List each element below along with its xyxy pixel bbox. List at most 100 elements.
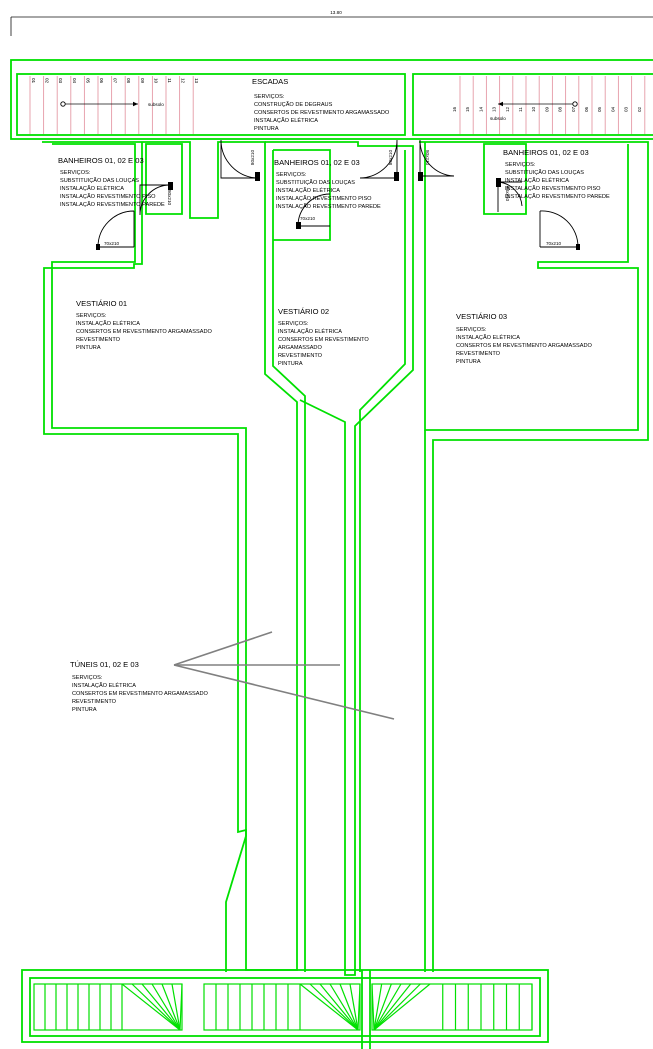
door-size-label: 70x210 [104,241,120,246]
door-left-wc: 80x210 [139,182,173,216]
stairs-service: CONSERTOS DE REVESTIMENTO ARGAMASSADO [254,110,390,116]
door-right-bath: 70x210 [539,210,580,250]
door-left-corridor: 80x210 [220,139,260,181]
door-swing-icon [220,139,259,179]
door-swing-icon [97,210,135,248]
door-size-label: 80x210 [250,150,255,166]
bathroom-middle-partition [273,149,331,241]
locker-service: REVESTIMENTO [76,337,121,343]
dimension-value: 13.80 [330,10,342,15]
stair-step-number: 09 [140,78,145,84]
bathroom-left-partition [145,143,183,215]
locker-title: VESTIÁRIO 01 [76,299,127,308]
locker-service: PINTURA [76,345,101,351]
arrow-head-icon [133,101,138,107]
tunnel-service: CONSERTOS EM REVESTIMENTO ARGAMASSADO [72,691,208,697]
stairs-service: CONSTRUÇÃO DE DEGRAUS [254,101,333,108]
stair-step-number: 12 [505,106,510,112]
room-left-inner-wall [51,143,247,972]
stair-step-number: 16 [452,106,457,112]
door-jamb [96,244,100,250]
locker-label-left: VESTIÁRIO 01 SERVIÇOS: INSTALAÇÃO ELÉTRI… [76,299,212,351]
stair-step-number: 10 [153,78,158,84]
stair-step-number: 06 [99,78,104,84]
door-jamb [255,172,260,181]
stair-winder [171,983,181,1031]
door-size-label: 70x210 [546,241,562,246]
stair-step-number: 05 [597,106,602,112]
bathroom-service: INSTALAÇÃO REVESTIMENTO PAREDE [60,201,165,208]
bathroom-service: SUBSTITUIÇÃO DAS LOUÇAS [276,179,355,186]
arrow-origin [60,101,66,107]
stair-step-number: 13 [492,106,497,112]
room-left-outer-wall [42,141,298,971]
stair-step-number: 08 [558,106,563,112]
stair-winder [329,983,359,1031]
tunnel-annotation: TÚNEIS 01, 02 E 03 SERVIÇOS: INSTALAÇÃO … [70,631,395,720]
door-size-label: 80x210 [505,186,510,202]
building-walls [21,141,649,1049]
bathroom-service: INSTALAÇÃO ELÉTRICA [276,187,340,194]
leader-line [173,664,395,720]
locker-service: INSTALAÇÃO ELÉTRICA [456,334,520,341]
bathroom-label-middle: BANHEIROS 01, 02 E 03 SERVIÇOS: SUBSTITU… [274,158,381,210]
corridor-outer-wall [10,59,653,140]
stairs-services-label: SERVIÇOS: [254,94,285,100]
stair-step-number: 14 [478,106,483,112]
locker-service: PINTURA [456,359,481,365]
corridor-inner-wall-left [16,73,406,136]
bathroom-title: BANHEIROS 01, 02 E 03 [58,156,144,165]
stair-step-number: 10 [531,106,536,112]
bathroom-service: SUBSTITUIÇÃO DAS LOUÇAS [60,177,139,184]
stair-winder [299,983,359,1031]
room-middle-outer-wall [265,141,414,976]
stair-winder [319,983,359,1031]
stair-winder [151,983,181,1031]
stair-step-number: 08 [126,78,131,84]
room-right-inner-wall [424,142,639,431]
door-jamb [296,222,301,229]
tunnel-service: PINTURA [72,707,97,713]
corridor-inner-wall-right [412,73,653,136]
locker-title: VESTIÁRIO 03 [456,312,507,321]
tunnel-service: REVESTIMENTO [72,699,117,705]
door-left-bath: 70x210 [96,210,135,250]
bathroom-service: INSTALAÇÃO REVESTIMENTO PISO [505,185,601,192]
stair-winder [121,983,181,1031]
stairs-label: ESCADAS SERVIÇOS: CONSTRUÇÃO DE DEGRAUS … [252,77,390,132]
stairs-service: INSTALAÇÃO ELÉTRICA [254,117,318,124]
stair-step-number: 02 [637,106,642,112]
bathroom-services-label: SERVIÇOS: [60,170,91,176]
locker-services-label: SERVIÇOS: [76,313,107,319]
bottom-block-outer-wall [21,969,549,1043]
arrow-head-icon [498,101,503,107]
bathroom-service: SUBSTITUIÇÃO DAS LOUÇAS [505,169,584,176]
stair-winder [357,983,361,1031]
locker-services-label: SERVIÇOS: [278,321,309,327]
door-right-corridor: 80x210 [418,139,455,181]
locker-service: REVESTIMENTO [278,353,323,359]
bathroom-service: INSTALAÇÃO REVESTIMENTO PAREDE [276,203,381,210]
stair-flight-1 [33,983,183,1031]
bathroom-label-left: BANHEIROS 01, 02 E 03 SERVIÇOS: SUBSTITU… [58,156,165,208]
door-jamb [418,172,423,181]
locker-service: CONSERTOS EM REVESTIMENTO ARGAMASSADO [76,329,212,335]
bathroom-services-label: SERVIÇOS: [505,162,536,168]
stair-winder [373,983,392,1031]
door-jamb [496,178,501,187]
stair-step-number: 13 [194,78,199,84]
stair-step-number: 07 [113,78,118,84]
doors: 70x210 80x210 80x210 80x210 70x210 80x21… [96,139,580,250]
door-middle-corridor: 80x210 [359,139,399,181]
tunnel-services-label: SERVIÇOS: [72,675,103,681]
stair-step-number: 15 [465,106,470,112]
locker-label-middle: VESTIÁRIO 02 SERVIÇOS: INSTALAÇÃO ELÉTRI… [278,307,369,367]
stairs-title: ESCADAS [252,77,288,86]
door-size-label: 70x210 [300,216,316,221]
stair-step-number: 02 [45,78,50,84]
locker-middle-inner-wall [359,150,406,972]
door-swing-icon [539,210,579,248]
